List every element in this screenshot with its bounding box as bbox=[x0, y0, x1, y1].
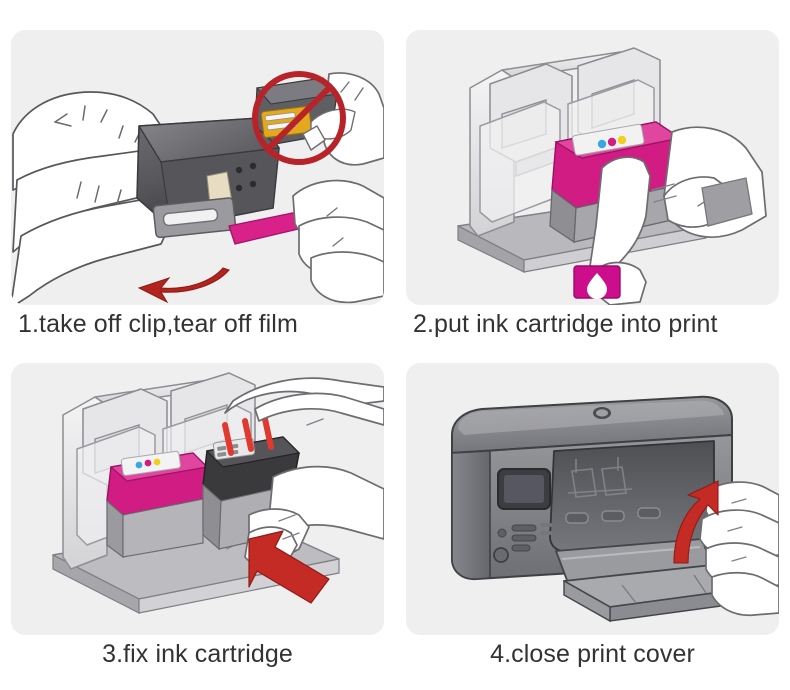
close-cover-arrow bbox=[673, 480, 719, 564]
step-1-caption: 1.take off clip,tear off film bbox=[18, 310, 298, 338]
step-card-1: 1.take off clip,tear off film bbox=[0, 0, 395, 340]
step-1-artwork bbox=[11, 30, 384, 305]
ink-cartridge bbox=[136, 117, 280, 239]
left-hand-outline bbox=[11, 91, 174, 305]
tricolor-ink-windows bbox=[135, 458, 161, 469]
pull-direction-arrow bbox=[137, 267, 230, 304]
push-direction-arrow bbox=[248, 530, 330, 604]
step-card-3: 3.fix ink cartridge bbox=[0, 340, 395, 680]
step-2-artwork bbox=[406, 30, 779, 305]
right-hand-outline bbox=[699, 481, 779, 617]
do-not-touch-inset bbox=[252, 71, 356, 165]
hp-logo bbox=[593, 407, 611, 419]
step-2-caption: 2.put ink cartridge into print bbox=[413, 310, 718, 338]
tricolor-ink-cartridge-seated bbox=[106, 450, 209, 559]
cavity-rollers bbox=[565, 507, 661, 524]
hand-crease-lines bbox=[727, 498, 747, 562]
step-4-artwork bbox=[406, 363, 779, 635]
step-4-illustration-panel bbox=[406, 363, 779, 635]
right-hand-outline bbox=[589, 126, 767, 305]
right-hand-crease-lines bbox=[326, 81, 364, 247]
printer-control-buttons bbox=[493, 523, 552, 563]
tricolor-ink-windows bbox=[597, 135, 627, 149]
interior-carriage bbox=[567, 457, 633, 498]
hand-crease-lines bbox=[278, 418, 324, 540]
step-4-caption: 4.close print cover bbox=[490, 640, 695, 668]
step-2-illustration-panel bbox=[406, 30, 779, 305]
step-3-artwork bbox=[11, 363, 384, 635]
step-1-illustration-panel bbox=[11, 30, 384, 305]
prohibition-sign bbox=[252, 71, 346, 165]
step-card-4: 4.close print cover bbox=[395, 340, 790, 680]
step-3-caption: 3.fix ink cartridge bbox=[102, 640, 293, 668]
step-card-2: 2.put ink cartridge into print bbox=[395, 0, 790, 340]
alignment-guide-marks bbox=[222, 416, 274, 456]
cartridge-contacts bbox=[235, 162, 257, 192]
magenta-ink-drop-badge bbox=[573, 265, 621, 299]
step-3-illustration-panel bbox=[11, 363, 384, 635]
carriage-right-block bbox=[701, 177, 753, 227]
printer-display-screen bbox=[497, 468, 551, 510]
